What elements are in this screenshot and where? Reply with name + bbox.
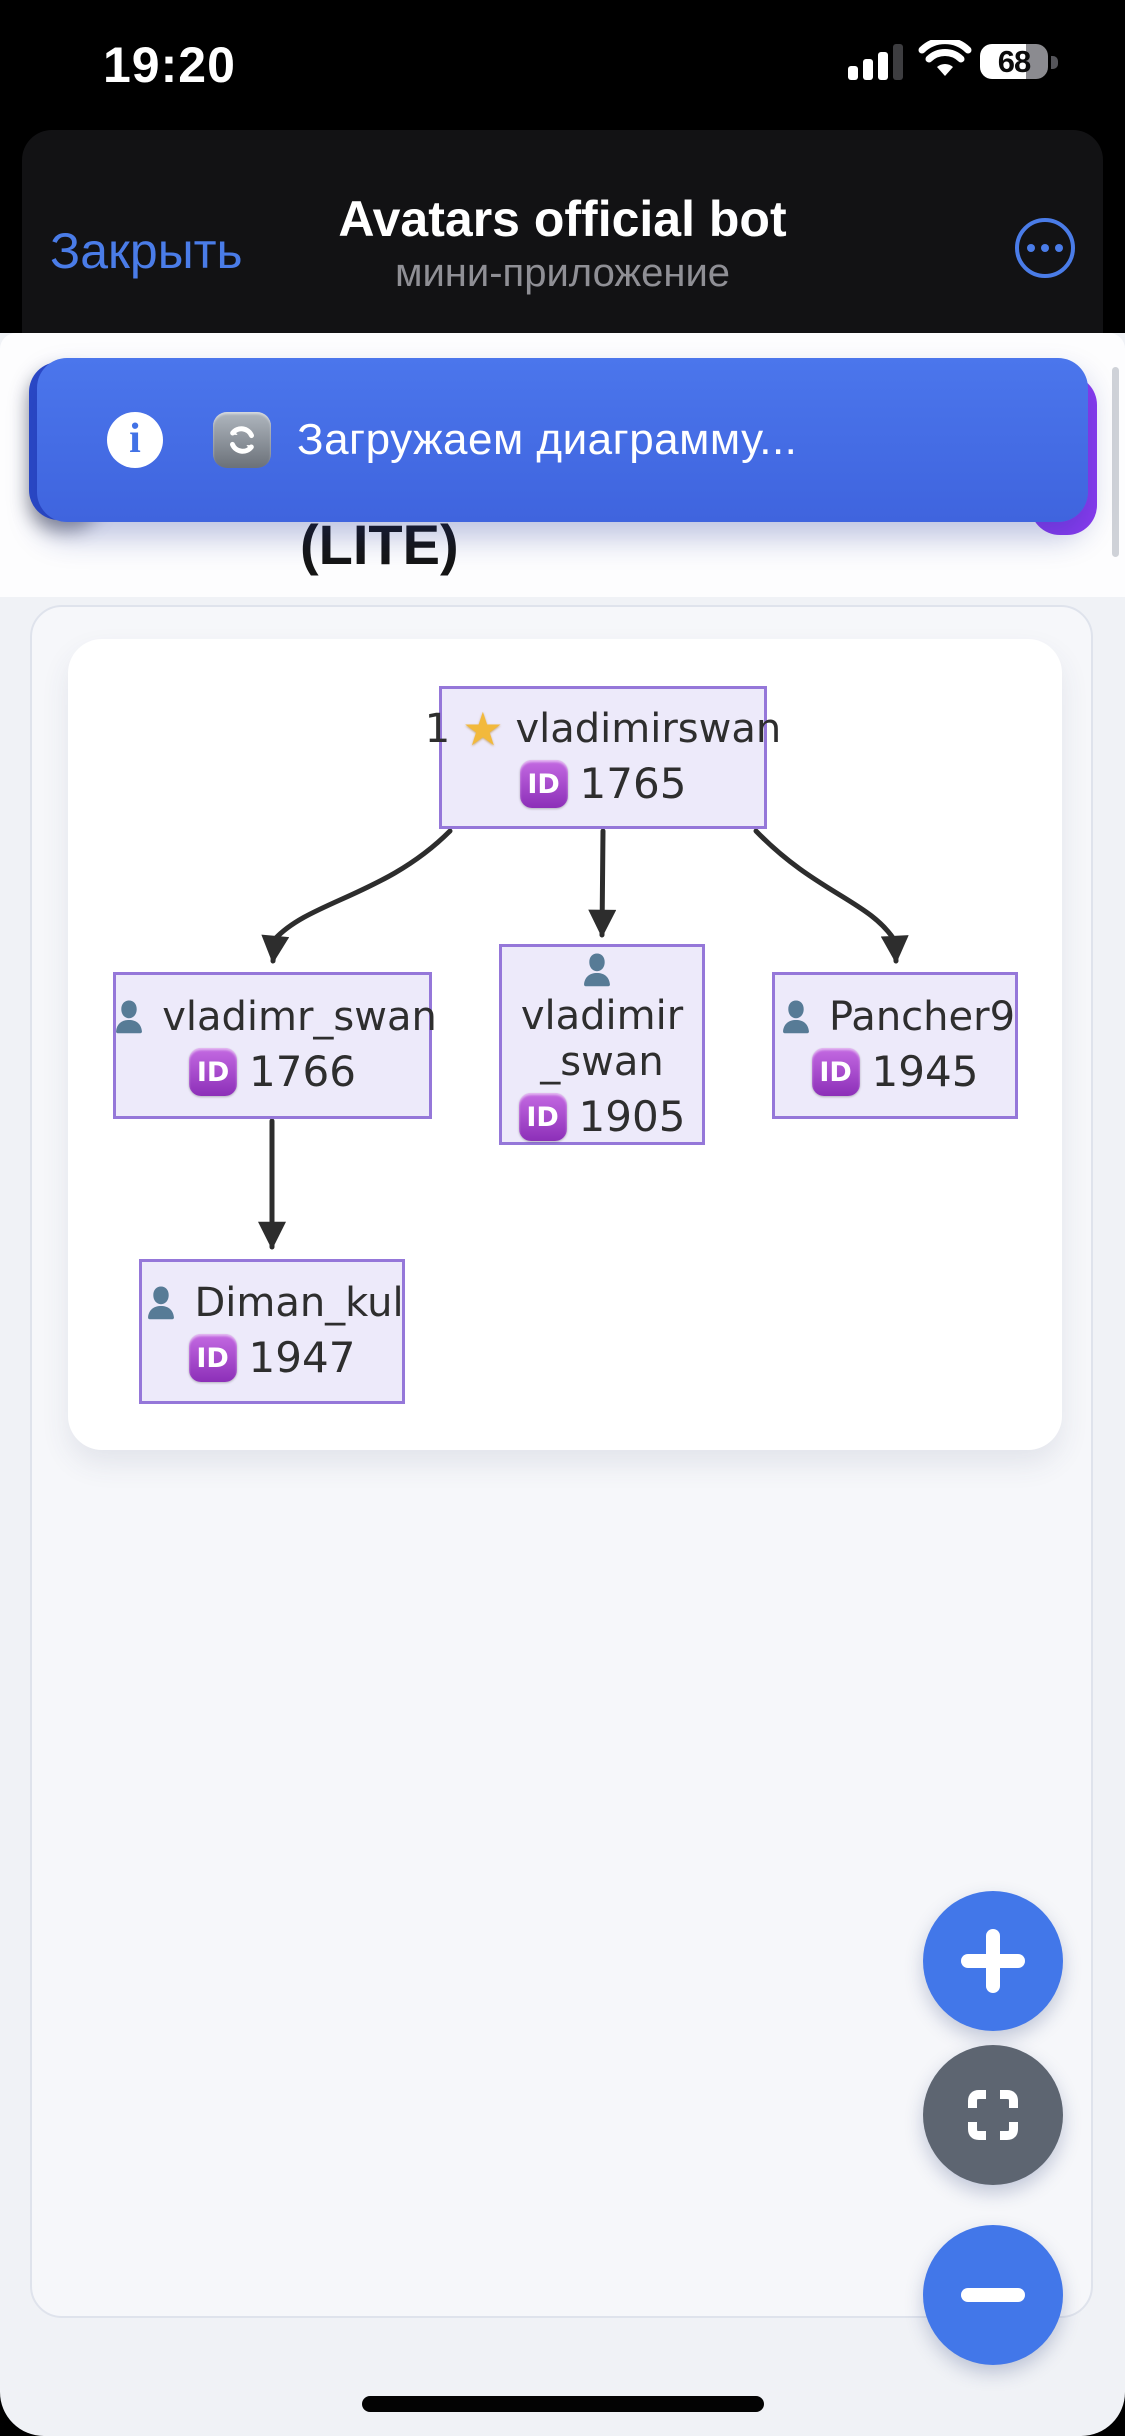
refresh-icon <box>213 412 271 468</box>
signal-strength-icon <box>848 44 906 80</box>
diagram-node[interactable]: vladimr_swan ID 1766 <box>113 972 437 1119</box>
loading-toast: i Загружаем диаграмму... <box>37 358 1088 522</box>
person-icon <box>584 953 610 987</box>
node-id: 1905 <box>578 1092 686 1142</box>
node-name: vladimr_swan <box>162 994 437 1041</box>
id-badge-icon: ID <box>188 1334 237 1383</box>
node-name: vladimir_swan <box>520 993 684 1086</box>
battery-percent: 68 <box>997 43 1031 79</box>
zoom-out-button[interactable] <box>923 2225 1063 2365</box>
header-titlebox: Avatars official bot мини-приложение <box>0 191 1125 296</box>
miniapp-webview: (LITE) i Загружаем диаграмму... <box>0 333 1125 2436</box>
node-id: 1947 <box>248 1333 356 1383</box>
status-time: 19:20 <box>103 37 236 93</box>
node-rank: 1 <box>424 706 451 753</box>
toast-message: Загружаем диаграмму... <box>297 415 798 464</box>
edge-1765-1945 <box>753 828 909 964</box>
wifi-icon <box>918 40 972 76</box>
id-badge-icon: ID <box>189 1048 238 1097</box>
node-id: 1765 <box>579 759 687 809</box>
person-icon <box>116 1000 143 1034</box>
diagram-edges <box>258 828 909 1250</box>
zoom-in-button[interactable] <box>923 1891 1063 2031</box>
id-badge-icon: ID <box>519 760 568 809</box>
node-name: vladimirswan <box>515 706 782 753</box>
diagram-node[interactable]: Pancher9 ID 1945 <box>772 972 1018 1119</box>
diagram-container[interactable]: 1★ vladimirswan ID 1765 vladimr_swan ID … <box>30 605 1093 2318</box>
diagram-node-root[interactable]: 1★ vladimirswan ID 1765 <box>425 686 781 829</box>
info-icon: i <box>107 412 163 468</box>
page-title: Avatars official bot <box>338 191 787 247</box>
edge-1765-1905 <box>588 828 617 938</box>
scroll-indicator <box>1112 367 1119 557</box>
battery-icon: 68 <box>980 44 1048 79</box>
battery-nub <box>1051 56 1058 69</box>
plus-icon <box>961 1929 1025 1993</box>
diagram-node[interactable]: Diman_kul ID 1947 <box>139 1259 405 1404</box>
id-badge-icon: ID <box>518 1093 567 1142</box>
page-subtitle: мини-приложение <box>394 251 731 295</box>
star-icon: ★ <box>462 702 504 757</box>
node-id: 1766 <box>249 1047 356 1097</box>
diagram-node[interactable]: vladimir_swan ID 1905 <box>499 944 705 1145</box>
fullscreen-corners-icon <box>968 2090 1018 2140</box>
person-icon <box>148 1286 175 1320</box>
node-name: Diman_kul <box>194 1280 404 1327</box>
more-options-button[interactable] <box>1015 218 1075 278</box>
diagram-card: 1★ vladimirswan ID 1765 vladimr_swan ID … <box>68 639 1062 1450</box>
close-button[interactable]: Закрыть <box>50 223 243 279</box>
person-icon <box>783 1000 809 1034</box>
fullscreen-button[interactable] <box>923 2045 1063 2185</box>
node-name: Pancher9 <box>828 994 1016 1041</box>
id-badge-icon: ID <box>811 1048 860 1097</box>
heading-lite: (LITE) <box>300 513 459 576</box>
home-indicator <box>362 2396 764 2412</box>
minus-icon <box>961 2288 1025 2302</box>
node-id: 1945 <box>871 1047 979 1097</box>
edge-1765-1766 <box>261 828 453 964</box>
sheet-notch <box>22 130 1103 340</box>
